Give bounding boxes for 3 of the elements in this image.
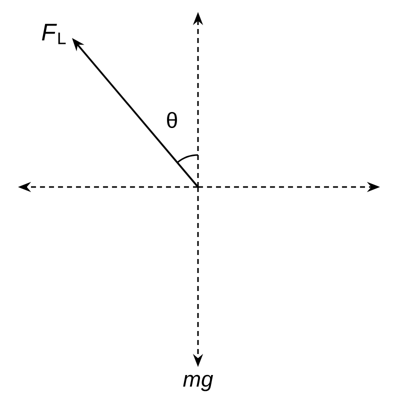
force-label: mg [183,374,214,392]
force-label: F$_{L}$ [42,24,66,44]
angle-label: θ [167,112,177,128]
